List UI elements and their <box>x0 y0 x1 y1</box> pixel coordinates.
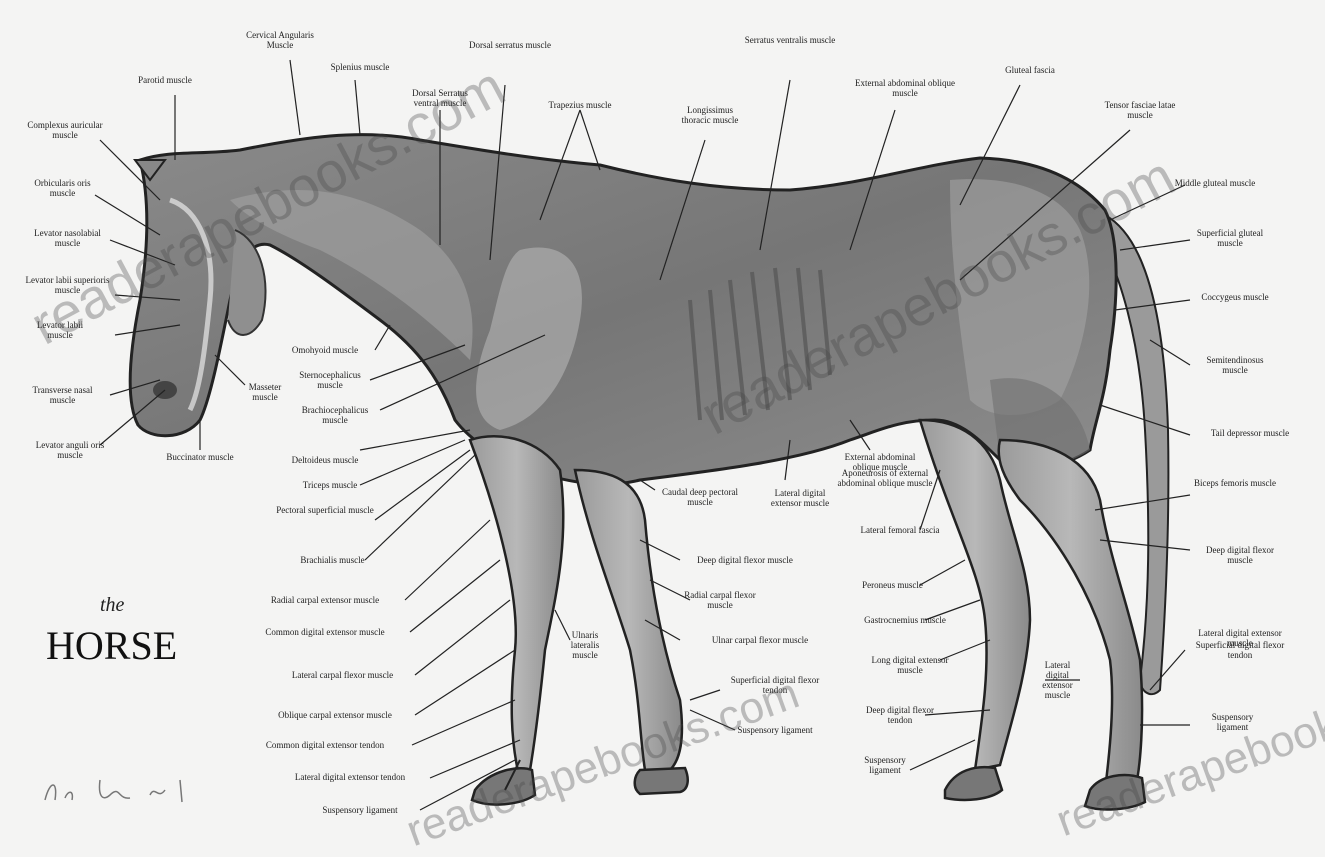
label-coccygeus: Coccygeus muscle <box>1195 292 1275 302</box>
label-levator-anguli: Levator anguli oris muscle <box>30 440 110 460</box>
label-peroneus: Peroneus muscle <box>855 580 930 590</box>
label-lateral-digital-extensor: Lateral digital extensor muscle <box>765 488 835 508</box>
label-radial-carpal-flexor: Radial carpal flexor muscle <box>680 590 760 610</box>
label-lateral-femoral: Lateral femoral fascia <box>860 525 940 535</box>
label-serratus-ventral: Serratus ventralis muscle <box>740 35 840 45</box>
signature <box>40 770 200 810</box>
label-orbicularis: Orbicularis oris muscle <box>25 178 100 198</box>
label-aponeurosis: Aponeurosis of external abdominal obliqu… <box>830 468 940 488</box>
label-long-digital-extensor: Long digital extensor muscle <box>870 655 950 675</box>
label-superficial-gluteal: Superficial gluteal muscle <box>1190 228 1270 248</box>
label-complexus: Complexus auricular muscle <box>20 120 110 140</box>
label-gluteal-fascia: Gluteal fascia <box>995 65 1065 75</box>
label-common-digital: Common digital extensor muscle <box>240 627 410 637</box>
label-deltoideus: Deltoideus muscle <box>285 455 365 465</box>
label-oblique-cervical-head: Cervical Angularis Muscle <box>235 30 325 50</box>
label-buccinator: Buccinator muscle <box>155 452 245 462</box>
page-title: HORSE <box>46 622 177 669</box>
label-semitendinosus: Semitendinosus muscle <box>1195 355 1275 375</box>
label-splenius: Splenius muscle <box>320 62 400 72</box>
label-parotid: Parotid muscle <box>120 75 210 85</box>
label-deep-digital-flexor-tendon: Deep digital flexor tendon <box>855 705 945 725</box>
label-superficial-digital-hind: Superficial digital flexor tendon <box>1190 640 1290 660</box>
label-radial-carpal-extensor: Radial carpal extensor muscle <box>245 595 405 605</box>
label-caudal-deep-pectoral: Caudal deep pectoral muscle <box>655 487 745 507</box>
label-deep-digital-hind: Deep digital flexor muscle <box>1195 545 1285 565</box>
label-dorsal-serratus2: Dorsal serratus muscle <box>465 40 555 50</box>
label-lateral-carpal-flexor: Lateral carpal flexor muscle <box>270 670 415 680</box>
label-middle-gluteal: Middle gluteal muscle <box>1165 178 1265 188</box>
label-deep-digital-flexor: Deep digital flexor muscle <box>675 555 815 565</box>
label-lateral-digital-tendon: Lateral digital extensor tendon <box>270 772 430 782</box>
label-trapezius: Trapezius muscle <box>540 100 620 110</box>
label-lateral-digital-ext-hind: Lateral digital extensor muscle <box>1035 660 1080 700</box>
label-pectoral-superficial: Pectoral superficial muscle <box>275 505 375 515</box>
label-tensor-fascia: Tensor fasciae latae muscle <box>1100 100 1180 120</box>
front-leg-left <box>470 436 563 780</box>
label-brachialis: Brachialis muscle <box>295 555 370 565</box>
label-tail-depressor: Tail depressor muscle <box>1195 428 1305 438</box>
label-longissimus: Longissimus thoracic muscle <box>675 105 745 125</box>
label-omohyoid: Omohyoid muscle <box>280 345 370 355</box>
hind-hoof-left <box>945 767 1002 800</box>
label-ulnaris-lateralis: Ulnaris lateralis muscle <box>560 630 610 660</box>
label-triceps: Triceps muscle <box>295 480 365 490</box>
label-common-digital-tendon: Common digital extensor tendon <box>240 740 410 750</box>
label-transverse-nasal: Transverse nasal muscle <box>20 385 105 405</box>
label-ulnar-carpal-flexor: Ulnar carpal flexor muscle <box>680 635 840 645</box>
label-masseter: Masseter muscle <box>235 382 295 402</box>
label-brachiocephalicus: Brachiocephalicus muscle <box>295 405 375 425</box>
title-small: the <box>100 594 124 617</box>
label-gastrocnemius: Gastrocnemius muscle <box>850 615 960 625</box>
label-biceps-femoris: Biceps femoris muscle <box>1190 478 1280 488</box>
label-sternocephalicus: Sternocephalicus muscle <box>290 370 370 390</box>
label-external-abdominal: External abdominal oblique muscle <box>855 78 955 98</box>
label-suspensory-ligament-3: Suspensory ligament <box>850 755 920 775</box>
label-oblique-carpal: Oblique carpal extensor muscle <box>255 710 415 720</box>
label-levator-nasolabialis: Levator nasolabial muscle <box>25 228 110 248</box>
